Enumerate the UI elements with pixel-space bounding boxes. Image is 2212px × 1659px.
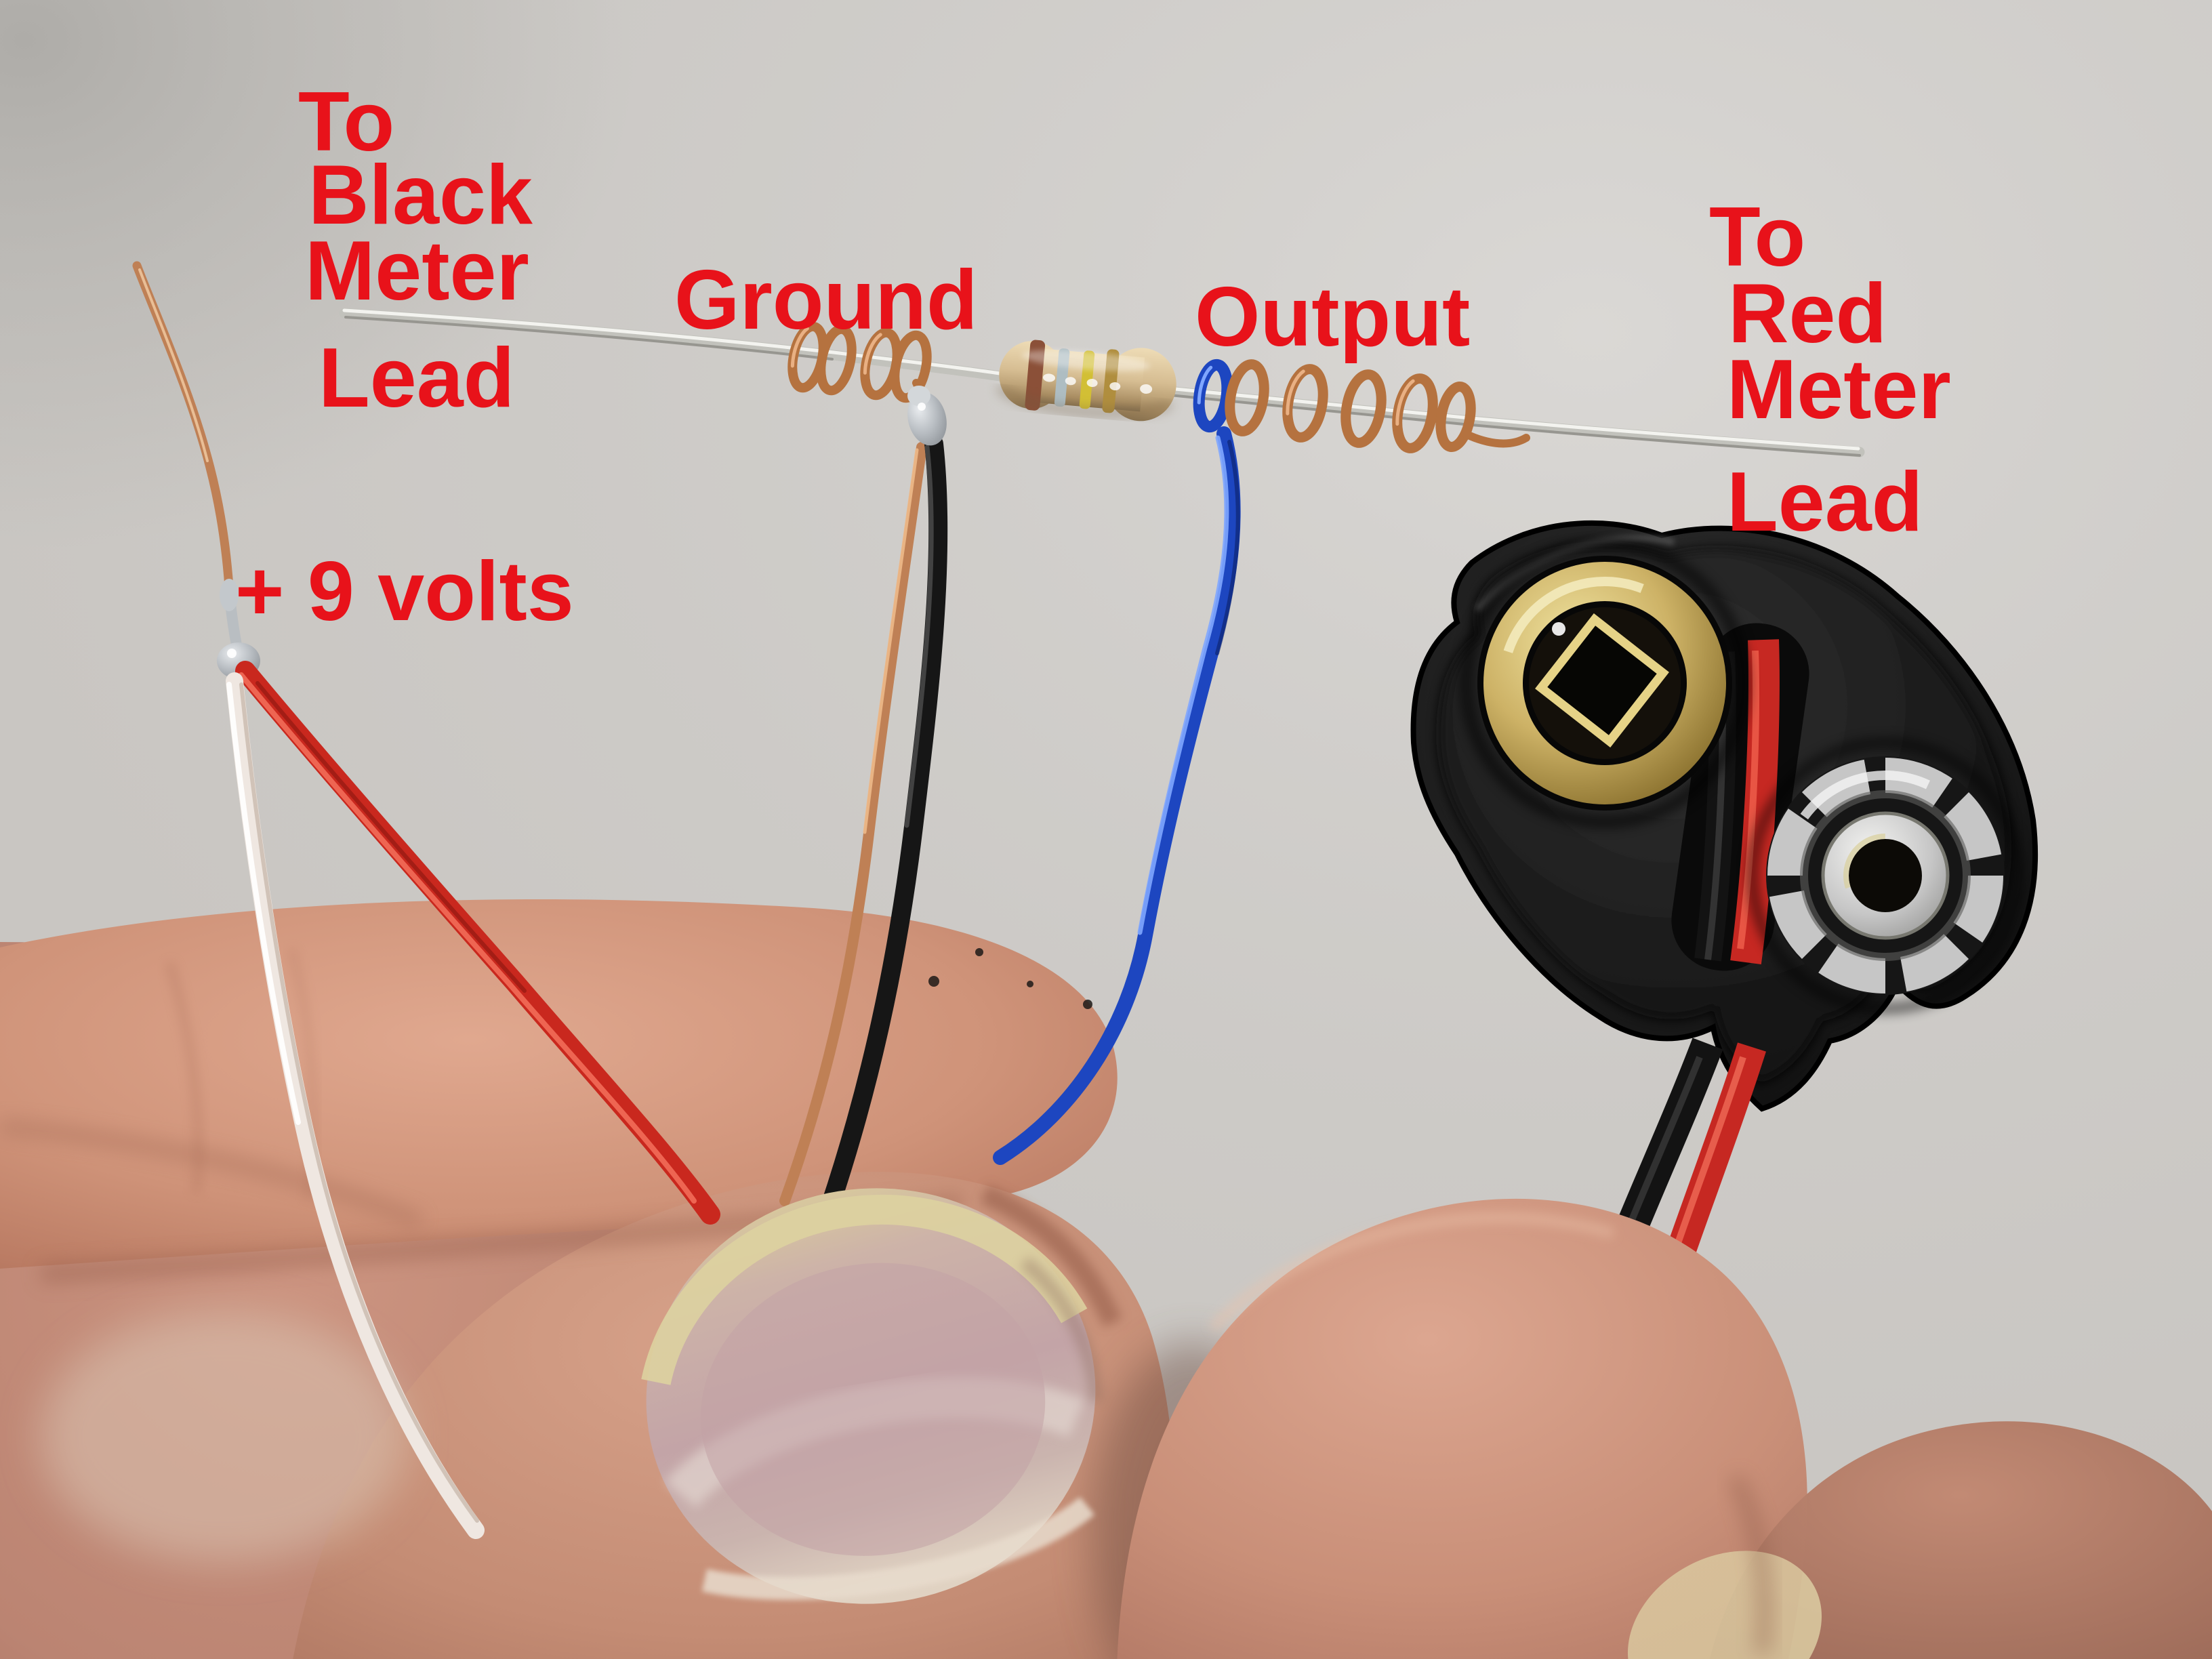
coil-glint (863, 331, 899, 397)
lead-shade (344, 316, 834, 361)
meter-lead-wire-left (339, 308, 1010, 382)
glint (918, 403, 926, 411)
label-plus-9-volts: + 9 volts (235, 545, 574, 638)
label-to-black-meter-lead: To Black Meter Lead (298, 75, 533, 425)
resistor (997, 340, 1176, 422)
ground-bare-copper-wire (779, 442, 927, 1206)
coil-glint (1286, 367, 1325, 439)
blue-hook-glint (1197, 363, 1229, 429)
label-ground: Ground (674, 253, 978, 347)
wire-shade (255, 681, 527, 993)
nail-side-shadow (1020, 1256, 1103, 1402)
label-output: Output (1195, 270, 1470, 364)
label-line: To (1709, 190, 1805, 284)
label-line: To (298, 75, 394, 169)
label-line: Black (308, 148, 533, 242)
male-snap-terminal (1747, 737, 2024, 1014)
label-line: Lead (319, 331, 514, 425)
battery-snap-connector (1410, 520, 2039, 1659)
brass-ring-glint (1498, 577, 1711, 790)
nail-free-edge (641, 1194, 1088, 1385)
coil-tail (1461, 430, 1530, 448)
label-line: Red (1728, 267, 1887, 361)
crown-segments (1767, 758, 2003, 994)
hookup-wires (132, 261, 1241, 1539)
wire-highlight (239, 672, 697, 1204)
wire-sheen (904, 445, 934, 828)
wire-highlight (138, 268, 209, 462)
blue-wire (993, 426, 1241, 1165)
resistor-probe-assembly (339, 308, 1865, 457)
label-line: Lead (1727, 455, 1923, 549)
output-coil (1225, 359, 1530, 453)
nail-bed-tint (701, 1263, 1046, 1556)
label-to-red-meter-lead: To Red Meter Lead (1709, 190, 1951, 549)
crown-glint (1780, 771, 1990, 981)
thumbnail (641, 1188, 1103, 1604)
wire-highlight (863, 448, 919, 834)
black-wire (820, 434, 948, 1217)
coil-glint (1395, 377, 1435, 450)
wire-highlight (1137, 435, 1229, 935)
snap-stud-hole (1849, 839, 1922, 912)
resistor-under-shadow (997, 385, 1173, 417)
solder-lump (220, 579, 239, 611)
wire-highlight (226, 682, 301, 1125)
annotations: To Black Meter Lead Ground Output To Red… (235, 75, 1951, 638)
right-middle-fingertip (1709, 1421, 2212, 1659)
white-wire (226, 672, 485, 1539)
slot-red-wire (1730, 639, 1780, 965)
label-line: Meter (1727, 343, 1951, 436)
dry-skin-patch (41, 1311, 407, 1562)
right-hand (1091, 1198, 2212, 1659)
lead-highlight (342, 308, 1006, 376)
resistor-sheen (1021, 350, 1151, 371)
label-line: Meter (305, 224, 529, 318)
glint (227, 649, 237, 658)
cuticle (701, 1496, 1095, 1600)
snap-square-socket (1535, 613, 1669, 747)
coil-glint (790, 325, 825, 390)
resistor-glints (1043, 373, 1153, 394)
finger-crease (1727, 1473, 1773, 1655)
female-snap-terminal (1460, 538, 1750, 828)
glint (1552, 622, 1565, 636)
wire-shade (239, 682, 479, 1523)
solder-blob (907, 386, 930, 406)
wire-shade (1215, 440, 1240, 655)
background-shadow-corner (0, 0, 1220, 1017)
